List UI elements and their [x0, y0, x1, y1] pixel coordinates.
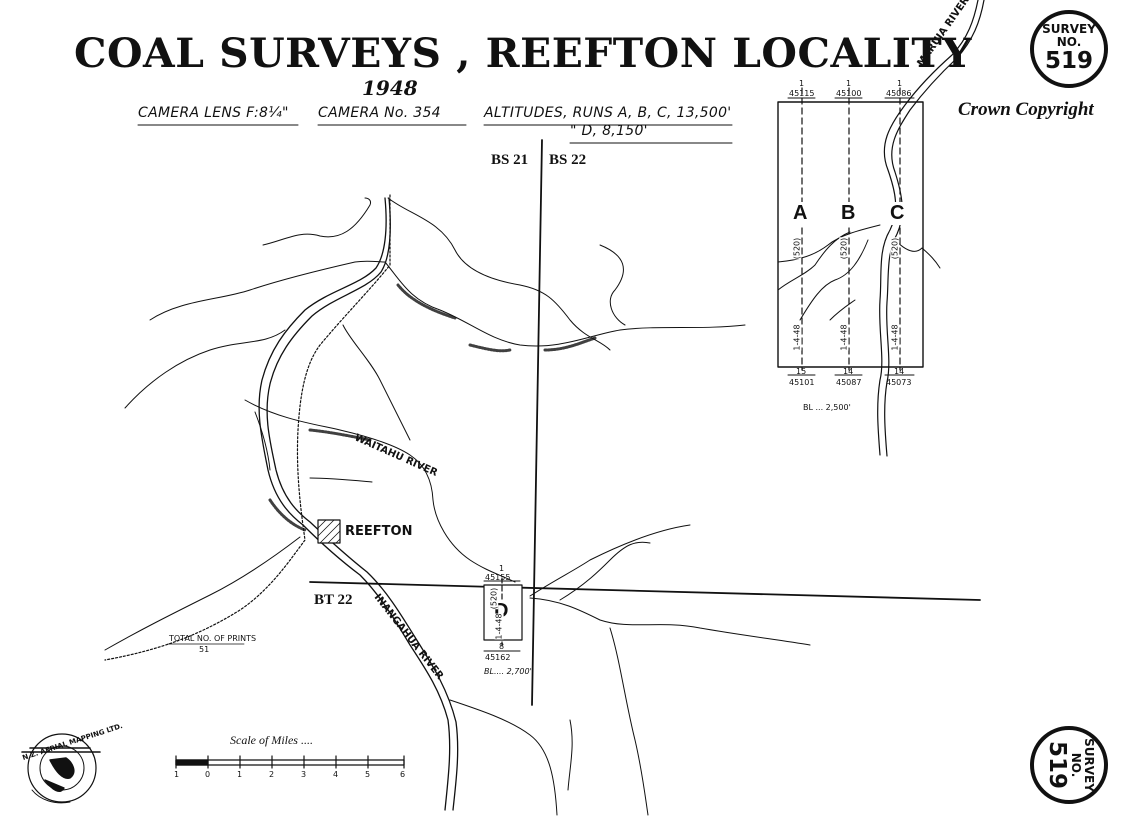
run-c-code: (520) [890, 237, 900, 260]
railway [104, 194, 391, 661]
grid-label-bt22: BT 22 [314, 592, 353, 608]
run-a-bottom-print: 45101 [789, 378, 815, 387]
run-d-bottom-print: 45162 [485, 653, 511, 662]
grid-label-bs21: BS 21 [491, 152, 529, 168]
creeks [104, 197, 811, 816]
run-lines [801, 87, 901, 371]
runs-frame [777, 101, 924, 368]
hatched-banks [268, 283, 597, 532]
grid-line-vertical [531, 139, 543, 706]
camera-lens-spec: CAMERA LENS F:8¼" [138, 105, 289, 121]
run-label-rules [787, 97, 915, 376]
run-d-base-length: BL.... 2,700' [484, 667, 532, 676]
total-prints-value: 51 [199, 645, 210, 654]
scale-tick-label: 2 [269, 770, 275, 779]
main-river [258, 197, 459, 811]
run-a-date: 1-4-48 [792, 324, 802, 351]
altitudes-spec-d: " D, 8,150' [570, 123, 648, 139]
run-b-count: 14 [843, 367, 854, 376]
run-a-count: 15 [796, 367, 807, 376]
grid-label-bs22: BS 22 [549, 152, 587, 168]
crown-copyright: Crown Copyright [958, 99, 1094, 120]
run-c-count: 14 [894, 367, 905, 376]
run-c-top-print: 45086 [886, 89, 912, 98]
scale-tick-label: 1 [237, 770, 243, 779]
run-b-date: 1-4-48 [839, 324, 849, 351]
run-b-bottom-print: 45087 [836, 378, 862, 387]
survey-year: 1948 [362, 76, 418, 100]
survey-number-badge-rotated: SURVEY NO. 519 [1030, 726, 1108, 804]
survey-number: 519 [1044, 48, 1093, 74]
run-a-top-print: 45115 [789, 89, 815, 98]
grid-line-horizontal [309, 581, 981, 601]
run-b-top-print: 45100 [836, 89, 862, 98]
run-c-bottom-print: 45073 [886, 378, 912, 387]
run-b-letter: B [841, 202, 856, 225]
scale-label: Scale of Miles .... [230, 733, 313, 747]
run-d-count: 8 [499, 642, 505, 651]
place-reefton: REEFTON [345, 524, 413, 539]
scale-tick-label: 0 [205, 770, 211, 779]
camera-number-spec: CAMERA No. 354 [318, 105, 441, 121]
run-d-top-print: 45155 [485, 573, 511, 582]
inset-creeks [777, 224, 941, 321]
scale-tick-label: 1 [174, 770, 180, 779]
nz-aerial-mapping-logo [21, 733, 101, 804]
scale-tick-label: 3 [301, 770, 307, 779]
run-c-letter: C [890, 202, 905, 225]
run-b-code: (520) [839, 237, 849, 260]
runs-base-length: BL ... 2,500' [803, 403, 851, 412]
run-a-letter: A [793, 202, 808, 225]
scale-tick-label: 4 [333, 770, 339, 779]
run-c-date: 1-4-48 [890, 324, 900, 351]
run-d-date: 1-4-48 [494, 613, 504, 640]
run-a-code: (520) [792, 237, 802, 260]
reefton-town-block [317, 519, 341, 544]
survey-number-badge: SURVEY NO. 519 [1030, 10, 1108, 88]
altitudes-spec: ALTITUDES, RUNS A, B, C, 13,500' [484, 105, 732, 121]
total-prints-label: TOTAL NO. OF PRINTS [169, 634, 257, 643]
scale-tick-label: 5 [365, 770, 371, 779]
scale-bar [175, 755, 405, 769]
page-title: COAL SURVEYS , REEFTON LOCALITY [74, 30, 972, 77]
run-d-code: (520) [489, 587, 499, 610]
scale-tick-label: 6 [400, 770, 406, 779]
